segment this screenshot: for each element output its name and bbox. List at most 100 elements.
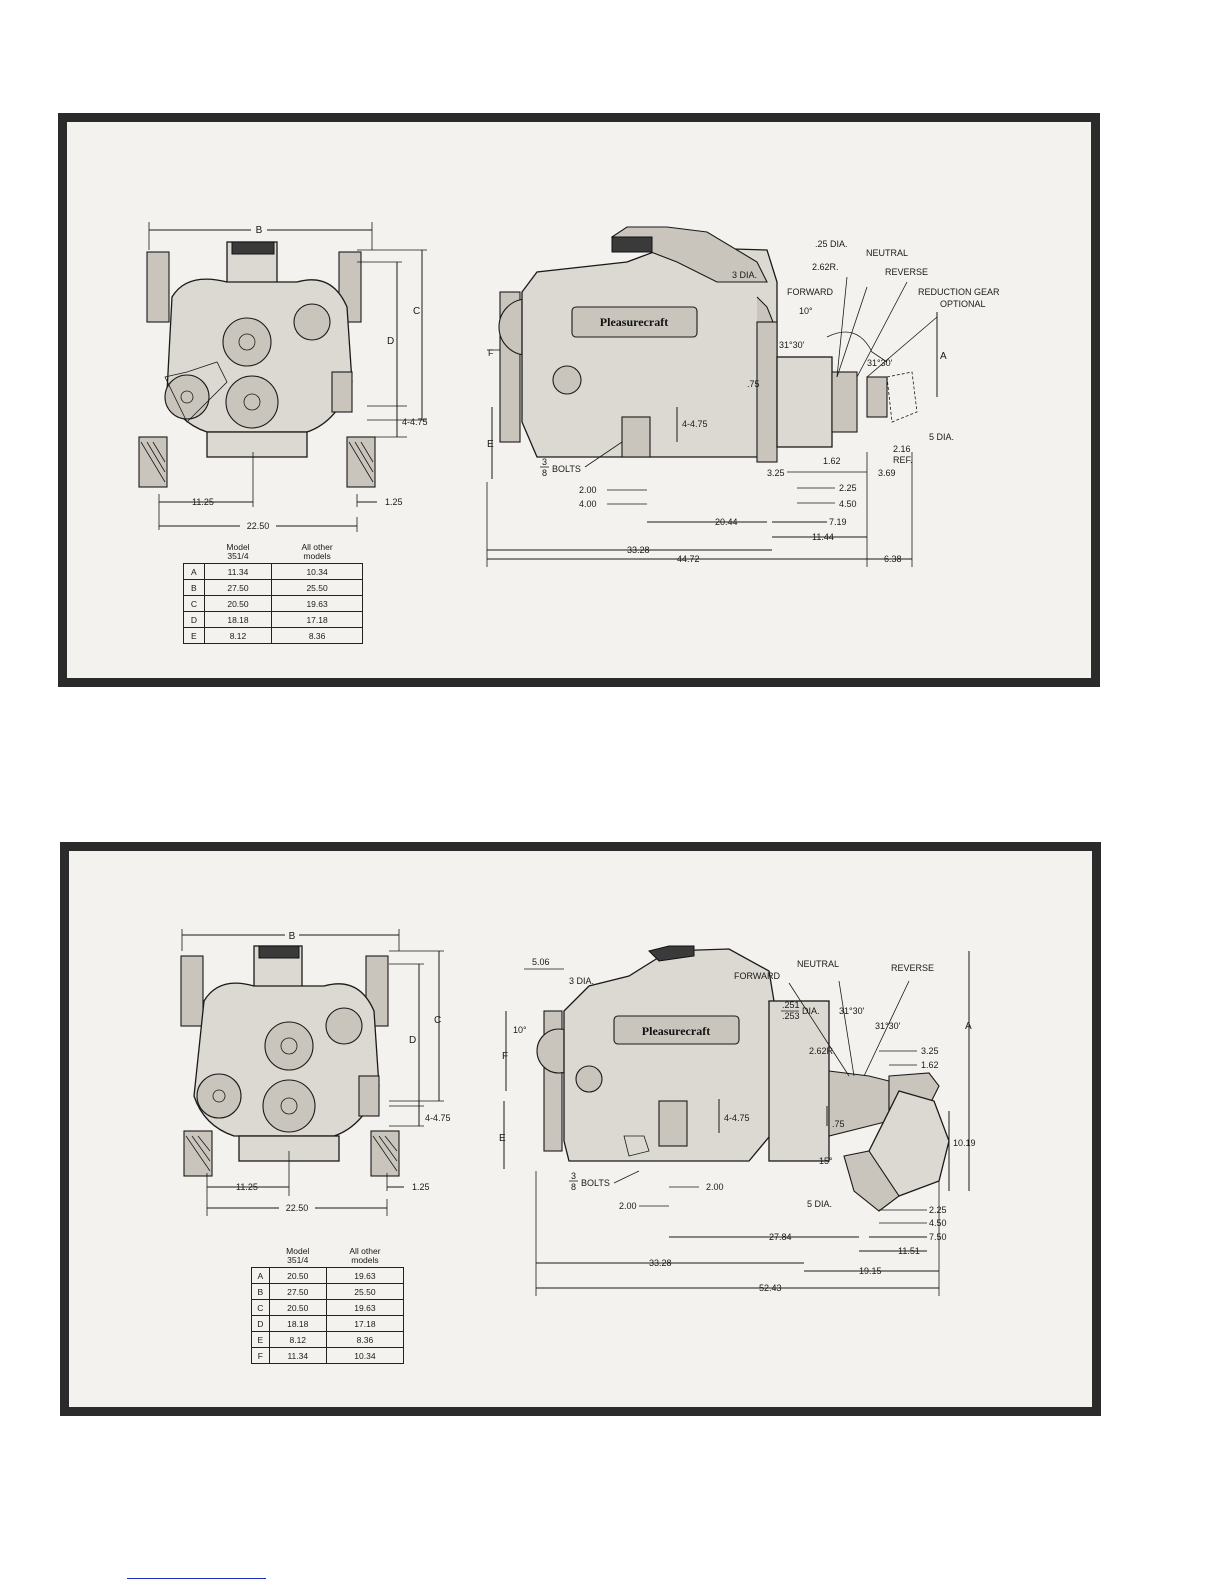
label-1-62: 1.62 <box>921 1060 939 1070</box>
label-10-deg: 10° <box>799 306 813 316</box>
bolts-fraction-numerator: 3 <box>542 457 547 467</box>
table-cell: E <box>251 1331 270 1348</box>
label-4-50: 4.50 <box>929 1218 947 1228</box>
table-cell: 17.18 <box>325 1315 405 1332</box>
label-025-dia: .25 DIA. <box>815 239 848 249</box>
table-cell: 27.50 <box>268 1283 327 1300</box>
label-bolts: BOLTS <box>581 1178 610 1188</box>
table-cell: 10.34 <box>271 563 363 580</box>
label-reverse: REVERSE <box>885 267 928 277</box>
table-cell: A <box>183 563 205 580</box>
table-cell: D <box>183 611 205 628</box>
label-2-00: 2.00 <box>579 485 597 495</box>
table-cell: 11.34 <box>268 1347 327 1364</box>
label-15-deg: 15° <box>819 1156 833 1166</box>
dim-b-label: B <box>256 225 263 236</box>
table-cell: 19.63 <box>325 1299 405 1316</box>
label-dia: DIA. <box>802 1006 820 1016</box>
table-cell: E <box>183 627 205 644</box>
header-all-other: All other models <box>349 1246 381 1265</box>
table-header-blank <box>252 1247 270 1268</box>
table-cell: B <box>251 1283 270 1300</box>
label-3-69: 3.69 <box>878 468 896 478</box>
table-cell: C <box>251 1299 270 1316</box>
front-view-dimensions: B C D 4-4.75 11.25 1.25 22.50 <box>181 929 451 1216</box>
label-reduction-gear: REDUCTION GEAR <box>918 287 1000 297</box>
dim-c-label: C <box>434 1015 441 1026</box>
label-19-15: 19.15 <box>859 1266 882 1276</box>
label-angle-2: 31°30' <box>867 358 893 368</box>
engine-drawing-top: B C D 4-4.75 11.25 1.25 22.50 <box>138 222 1000 567</box>
label-dim-e: E <box>499 1133 506 1144</box>
engine-drawing-bottom: B C D 4-4.75 11.25 1.25 22.50 <box>180 929 976 1296</box>
label-bolts: BOLTS <box>552 464 581 474</box>
side-view-dimensions: .25 DIA. NEUTRAL 2.62R. REVERSE 3 DIA. F… <box>486 239 1000 567</box>
header-all-other: All other models <box>301 542 333 561</box>
table-cell: 25.50 <box>271 579 363 596</box>
table-cell: 20.50 <box>268 1299 327 1316</box>
label-075: .75 <box>747 379 760 389</box>
engine-diagram-panel-top: B C D 4-4.75 11.25 1.25 22.50 <box>58 113 1100 687</box>
dim-b-label: B <box>289 931 296 942</box>
label-33-28: 33.28 <box>627 545 650 555</box>
dim-half-width-label: 11.25 <box>192 497 214 507</box>
label-4-50: 4.50 <box>839 499 857 509</box>
table-cell: 19.63 <box>325 1267 405 1284</box>
label-2-00-right: 2.00 <box>706 1182 724 1192</box>
table-cell: 11.34 <box>203 563 273 580</box>
label-forward: FORWARD <box>787 287 833 297</box>
label-0-253: .253 <box>782 1011 800 1021</box>
label-dim-f: F <box>488 348 494 358</box>
table-header-blank <box>184 543 205 564</box>
dim-d-label: D <box>387 336 394 347</box>
label-52-43: 52.43 <box>759 1283 782 1293</box>
label-10-deg: 10° <box>513 1025 527 1035</box>
front-view-engine <box>180 945 400 1177</box>
label-33-28: 33.28 <box>649 1258 672 1268</box>
table-cell: 18.18 <box>268 1315 327 1332</box>
label-2-62r: 2.62R. <box>812 262 839 272</box>
label-5-06: 5.06 <box>532 957 550 967</box>
label-dim-e: E <box>487 439 494 450</box>
label-3-25: 3.25 <box>921 1046 939 1056</box>
table-cell: C <box>183 595 205 612</box>
dim-1-25-label: 1.25 <box>412 1182 430 1192</box>
label-2-62r: 2.62R. <box>809 1046 836 1056</box>
dim-width-label: 22.50 <box>286 1203 309 1213</box>
side-view-engine: Pleasurecraft <box>536 945 950 1212</box>
label-2-00-left: 2.00 <box>619 1201 637 1211</box>
dim-d-label: D <box>409 1035 416 1046</box>
label-3-25: 3.25 <box>767 468 785 478</box>
table-cell: 27.50 <box>203 579 273 596</box>
label-075: .75 <box>832 1119 845 1129</box>
label-dim-a: A <box>940 351 947 362</box>
dim-1-25-label: 1.25 <box>385 497 403 507</box>
label-forward: FORWARD <box>734 971 780 981</box>
label-6-38: 6.38 <box>884 554 902 564</box>
table-header-model: Model 351/4 <box>269 1247 326 1268</box>
table-cell: 18.18 <box>203 611 273 628</box>
label-11-51: 11.51 <box>898 1246 920 1256</box>
label-3-dia: 3 DIA. <box>732 270 757 280</box>
table-cell: D <box>251 1315 270 1332</box>
label-dim-f: F <box>502 1051 508 1062</box>
label-angle-1: 31°30' <box>839 1006 865 1016</box>
label-4-475: 4-4.75 <box>724 1113 750 1123</box>
label-0-251: .251 <box>782 1000 800 1010</box>
table-header-model: Model 351/4 <box>204 543 271 564</box>
label-27-84: 27.84 <box>769 1232 792 1242</box>
label-ref: REF. <box>893 455 913 465</box>
table-cell: 20.50 <box>203 595 273 612</box>
dim-height-label: 4-4.75 <box>425 1113 451 1123</box>
label-7-50: 7.50 <box>929 1232 947 1242</box>
